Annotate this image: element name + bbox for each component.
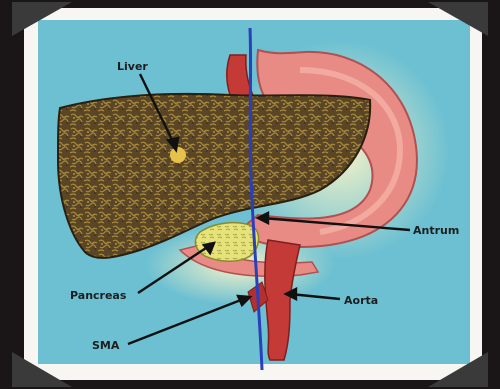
antrum-label: Antrum (413, 224, 459, 237)
liver-lesion (170, 147, 186, 163)
pancreas-label: Pancreas (70, 289, 127, 302)
pancreas-shape (195, 223, 258, 262)
sma-label: SMA (92, 339, 120, 352)
aorta-label: Aorta (344, 294, 378, 307)
liver-label: Liver (117, 60, 148, 73)
